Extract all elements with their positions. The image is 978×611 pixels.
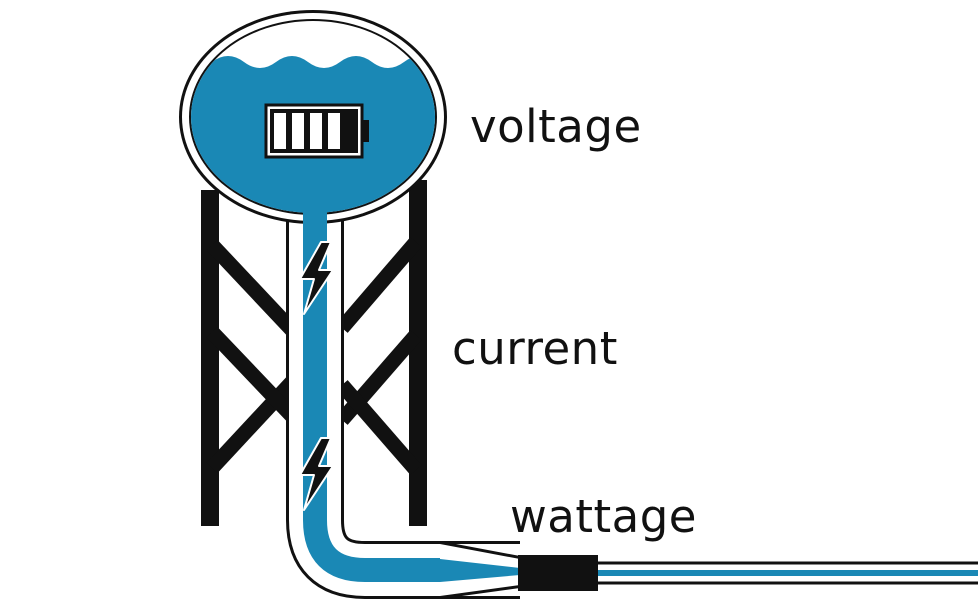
current-label: current <box>452 322 618 375</box>
taper-water <box>440 559 520 582</box>
tower-frame <box>201 180 427 526</box>
brace-left-mid <box>206 326 298 422</box>
connector-block <box>518 555 598 591</box>
lightning-bolt-icon <box>299 241 334 315</box>
brace-right-lower <box>336 380 422 475</box>
tank-neck-water <box>303 195 327 225</box>
lightning-bolt-icon <box>299 437 334 511</box>
wire-connection <box>440 541 978 599</box>
pipe-water <box>303 205 520 582</box>
brace-left-upper <box>206 239 298 336</box>
brace-right-upper <box>336 237 422 333</box>
battery-icon <box>264 103 369 159</box>
voltage-label: voltage <box>470 100 642 153</box>
pipe <box>286 205 520 599</box>
wattage-label: wattage <box>510 490 697 543</box>
